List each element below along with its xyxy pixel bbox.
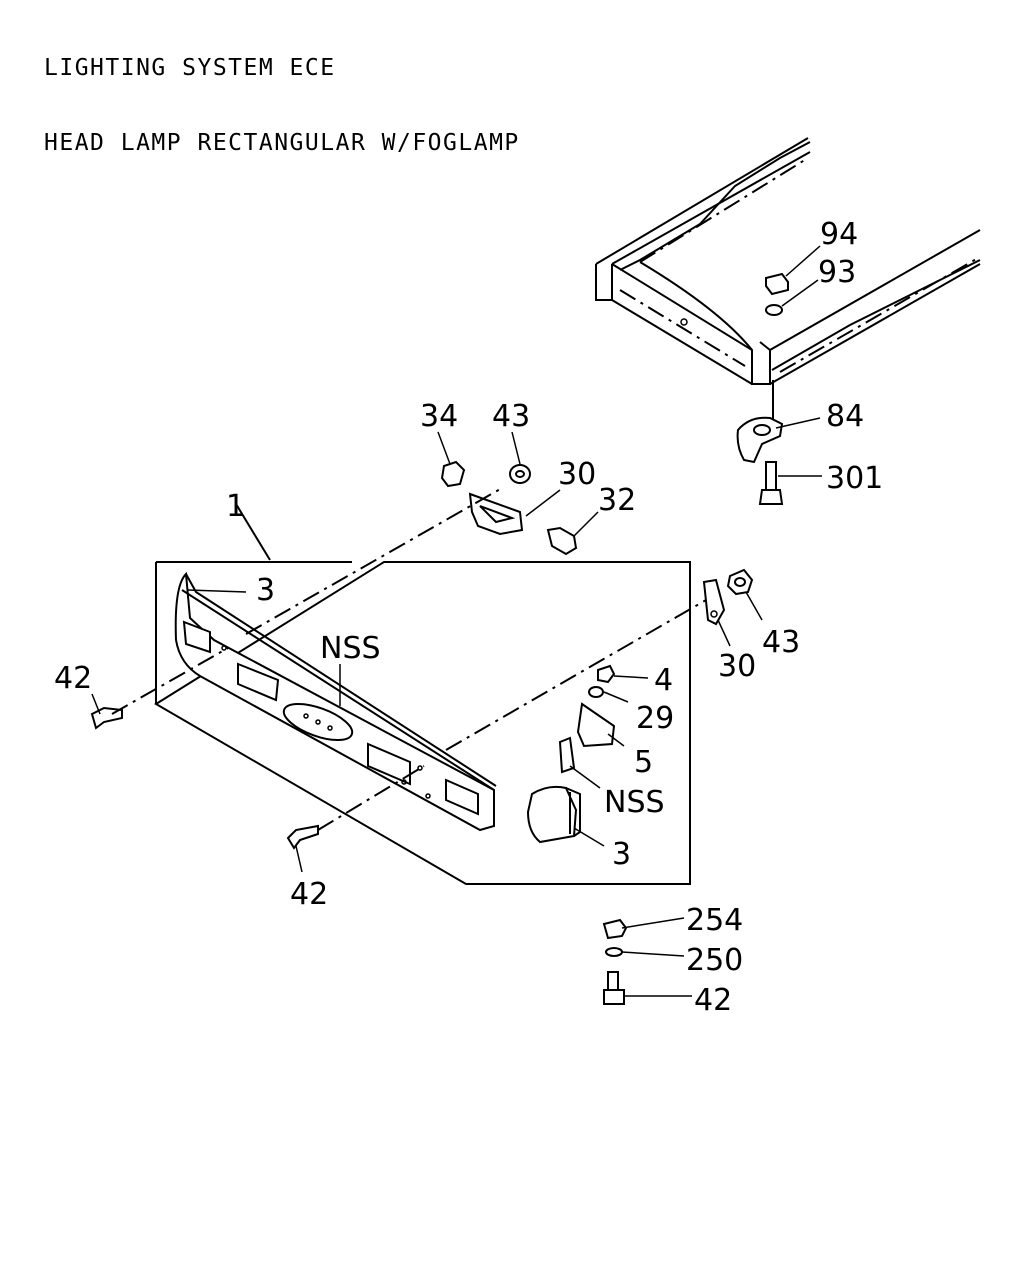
callout-nss-panel: NSS xyxy=(320,631,381,666)
screw-bottom xyxy=(286,824,319,850)
callout-250: 250 xyxy=(686,943,743,978)
callout-nss-lamp: NSS xyxy=(604,785,665,820)
callout-30-right: 30 xyxy=(718,649,756,684)
callout-30-top: 30 xyxy=(558,457,596,492)
callout-1: 1 xyxy=(226,489,245,524)
upper-bracket-assembly xyxy=(440,460,578,556)
callout-84: 84 xyxy=(826,399,864,434)
assembly-centerlines xyxy=(111,487,707,831)
callout-42-lower: 42 xyxy=(694,983,732,1018)
callout-42-left: 42 xyxy=(54,661,92,696)
callout-34: 34 xyxy=(420,399,458,434)
callout-3-bottom: 3 xyxy=(612,837,631,872)
callout-43-top: 43 xyxy=(492,399,530,434)
leader-lines xyxy=(91,245,822,997)
fog-lamp-assembly xyxy=(526,664,616,844)
callout-32: 32 xyxy=(598,483,636,518)
callout-29: 29 xyxy=(636,701,674,736)
title-line-1: LIGHTING SYSTEM ECE xyxy=(44,55,336,81)
callout-301: 301 xyxy=(826,461,883,496)
diagram-title: LIGHTING SYSTEM ECE HEAD LAMP RECTANGULA… xyxy=(44,6,520,181)
callout-43-right: 43 xyxy=(762,625,800,660)
title-line-2: HEAD LAMP RECTANGULAR W/FOGLAMP xyxy=(44,130,520,156)
callout-5: 5 xyxy=(634,745,653,780)
callout-254: 254 xyxy=(686,903,743,938)
callout-3-top: 3 xyxy=(256,573,275,608)
frame-mount-fasteners xyxy=(736,272,789,505)
right-bracket-assembly xyxy=(702,568,754,626)
lower-fasteners xyxy=(602,918,628,1005)
headlamp-panel xyxy=(174,571,497,832)
callout-4: 4 xyxy=(654,663,673,698)
frame-rails xyxy=(595,137,981,385)
callout-labels: 94 93 84 301 34 43 30 32 1 3 NSS 43 30 4… xyxy=(54,217,883,1018)
callout-94: 94 xyxy=(820,217,858,252)
callout-42-bottom: 42 xyxy=(290,877,328,912)
bumper-group-box xyxy=(154,503,691,885)
callout-93: 93 xyxy=(818,255,856,290)
